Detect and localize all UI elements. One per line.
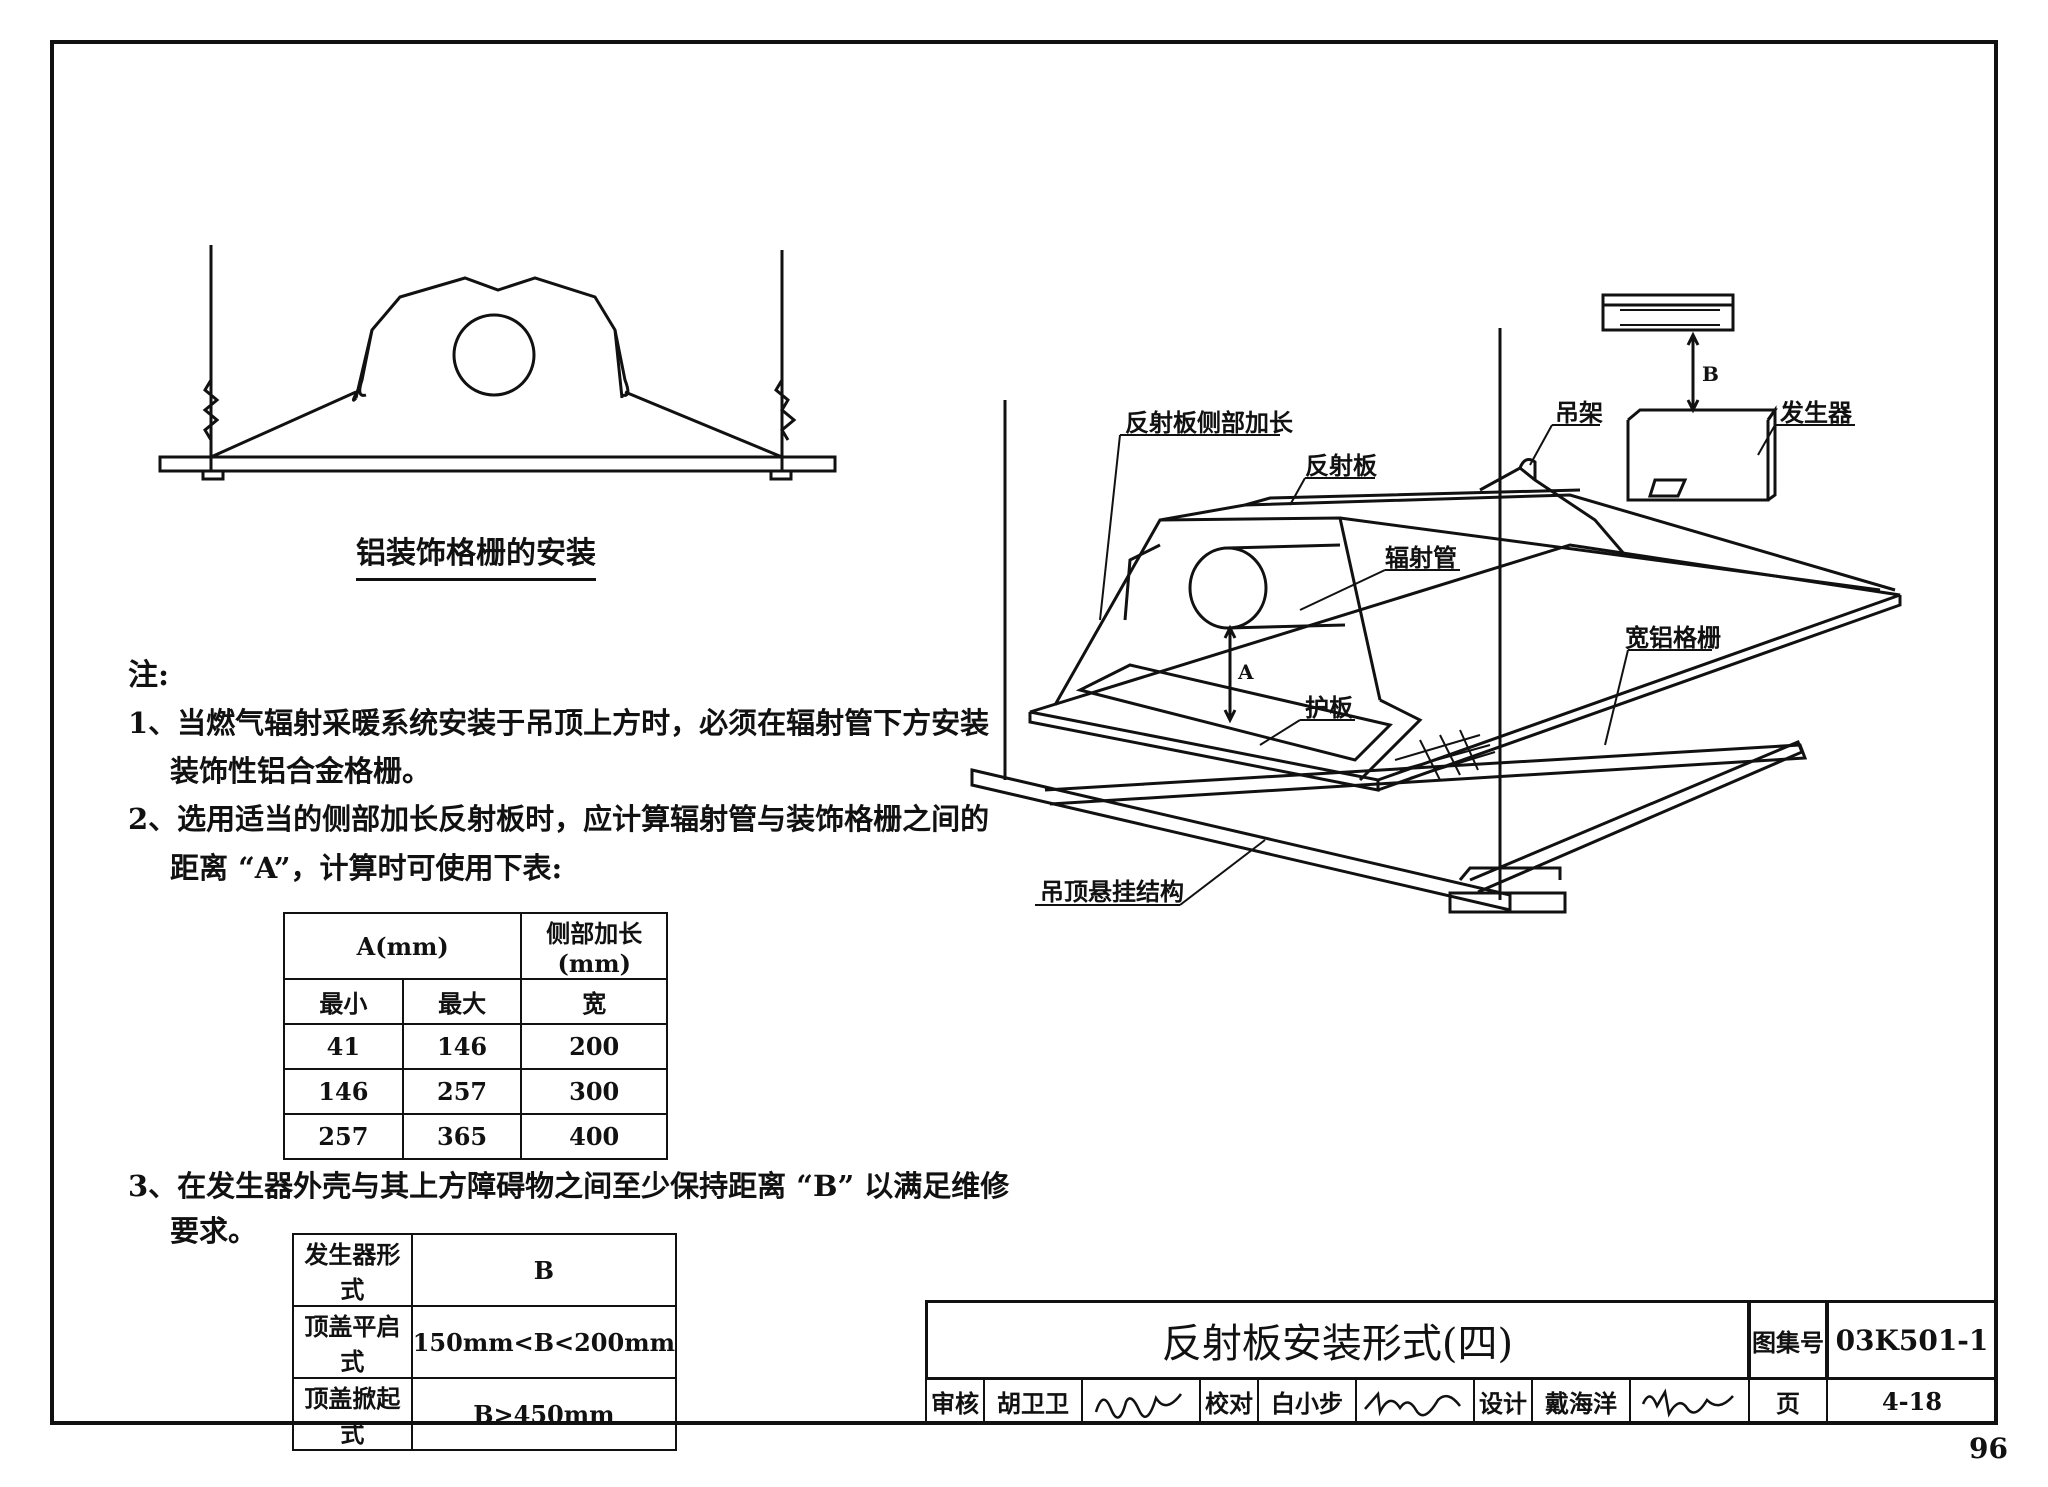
small-diagram-caption: 铝装饰格栅的安装 [356, 528, 596, 581]
notes-title: 注: [128, 658, 170, 693]
table-row: 257 365 400 [283, 1113, 668, 1160]
checker-name: 白小步 [1257, 1378, 1357, 1425]
table-row: 顶盖平启式 150mm<B<200mm [292, 1305, 678, 1379]
label-hanger: 吊架 [1555, 398, 1603, 427]
table-cell: 41 [283, 1023, 404, 1070]
radiant-tube-section [452, 313, 536, 397]
signature-mark [1641, 1387, 1734, 1418]
review-label: 审核 [925, 1378, 985, 1425]
hanger-spring-left [202, 379, 220, 441]
label-generator: 发生器 [1780, 398, 1852, 427]
table-cell: B>450mm [410, 1377, 678, 1451]
grille-base [1029, 543, 1901, 782]
note-1-line-2: 装饰性铝合金格栅。 [170, 754, 432, 788]
atlas-number: 03K501-1 [1826, 1300, 1998, 1380]
table-cell: 257 [283, 1113, 404, 1160]
dim-b-label: B [1702, 362, 1719, 386]
designer-signature [1629, 1378, 1750, 1425]
grille-bar [158, 455, 837, 473]
support-wire-left [210, 390, 357, 459]
guard-plate [1075, 663, 1393, 762]
atlas-label: 图集号 [1748, 1300, 1828, 1380]
table-b-header-type: 发生器形式 [292, 1233, 413, 1307]
note-2-line-1: 2、选用适当的侧部加长反射板时，应计算辐射管与装饰格栅之间的 [128, 802, 990, 836]
checker-signature [1355, 1378, 1475, 1425]
reviewer-signature [1081, 1378, 1201, 1425]
grille-foot-left [201, 469, 225, 481]
grille-hatch [1394, 729, 1496, 781]
table-cell: 300 [520, 1068, 668, 1115]
support-wire-right [624, 390, 783, 459]
table-cell: 257 [401, 1068, 523, 1115]
leader-lines [1035, 424, 1855, 906]
note-3-line-1: 3、在发生器外壳与其上方障碍物之间至少保持距离 “B” 以满足维修 [128, 1169, 1010, 1203]
hanger-spring-right [774, 379, 797, 441]
label-wide-grille: 宽铝格栅 [1625, 623, 1721, 652]
table-cell: 顶盖掀起式 [292, 1377, 413, 1451]
label-side-extension: 反射板侧部加长 [1125, 408, 1293, 437]
table-cell: 146 [401, 1023, 523, 1070]
note-2-line-2: 距离 “A”，计算时可使用下表: [170, 851, 563, 885]
table-a-sub-min: 最小 [283, 978, 404, 1025]
table-a-header-a: A(mm) [282, 912, 523, 980]
reviewer-name: 胡卫卫 [983, 1378, 1083, 1425]
hanger-bracket [1479, 466, 1627, 556]
signature-mark [1094, 1392, 1182, 1419]
signature-mark [1364, 1390, 1461, 1416]
ceiling-rail-right [1469, 740, 1804, 894]
table-a: A(mm) 侧部加长(mm) 最小 最大 宽 41 146 200 146 25… [282, 912, 668, 1160]
page-code: 4-18 [1826, 1378, 1998, 1425]
table-row: A(mm) 侧部加长(mm) [282, 912, 668, 980]
reflector-profile [354, 276, 624, 399]
iso-radiant-tube [1188, 546, 1268, 630]
table-a-sub-width: 宽 [520, 978, 668, 1025]
table-row: 146 257 300 [283, 1068, 668, 1115]
table-row: 顶盖掀起式 B>450mm [292, 1377, 678, 1451]
note-3-line-2: 要求。 [170, 1214, 258, 1248]
overhead-beam [1601, 293, 1735, 307]
label-radiant-tube: 辐射管 [1385, 543, 1457, 572]
designer-name: 戴海洋 [1531, 1378, 1631, 1425]
table-cell: 150mm<B<200mm [410, 1305, 678, 1379]
table-cell: 200 [520, 1023, 668, 1070]
title-block-title: 反射板安装形式(四) [925, 1300, 1750, 1380]
design-label: 设计 [1473, 1378, 1533, 1425]
rail-clip-a [1448, 891, 1567, 914]
table-row: 41 146 200 [283, 1023, 668, 1070]
table-row: 发生器形式 B [292, 1233, 678, 1307]
check-label: 校对 [1199, 1378, 1259, 1425]
table-b-header-b: B [410, 1233, 678, 1307]
table-row: 最小 最大 宽 [283, 978, 668, 1025]
note-1-line-1: 1、当燃气辐射采暖系统安装于吊顶上方时，必须在辐射管下方安装 [128, 706, 990, 740]
ceiling-rail-front [970, 768, 1512, 912]
reflector-body [1053, 493, 1896, 706]
generator-box [1626, 420, 1770, 502]
table-cell: 400 [520, 1113, 668, 1160]
table-b: 发生器形式 B 顶盖平启式 150mm<B<200mm 顶盖掀起式 B>450m… [292, 1233, 678, 1451]
label-guard-plate: 护板 [1305, 693, 1353, 722]
table-a-header-ext: 侧部加长(mm) [520, 912, 668, 980]
table-a-sub-max: 最大 [401, 978, 523, 1025]
dim-a-label: A [1238, 660, 1254, 684]
page-number: 96 [1969, 1432, 2008, 1465]
label-ceiling-structure: 吊顶悬挂结构 [1040, 877, 1184, 906]
table-cell: 顶盖平启式 [292, 1305, 413, 1379]
label-reflector: 反射板 [1305, 451, 1377, 480]
grille-foot-right [769, 469, 793, 481]
table-cell: 146 [283, 1068, 404, 1115]
page-label: 页 [1748, 1378, 1828, 1425]
table-cell: 365 [401, 1113, 523, 1160]
